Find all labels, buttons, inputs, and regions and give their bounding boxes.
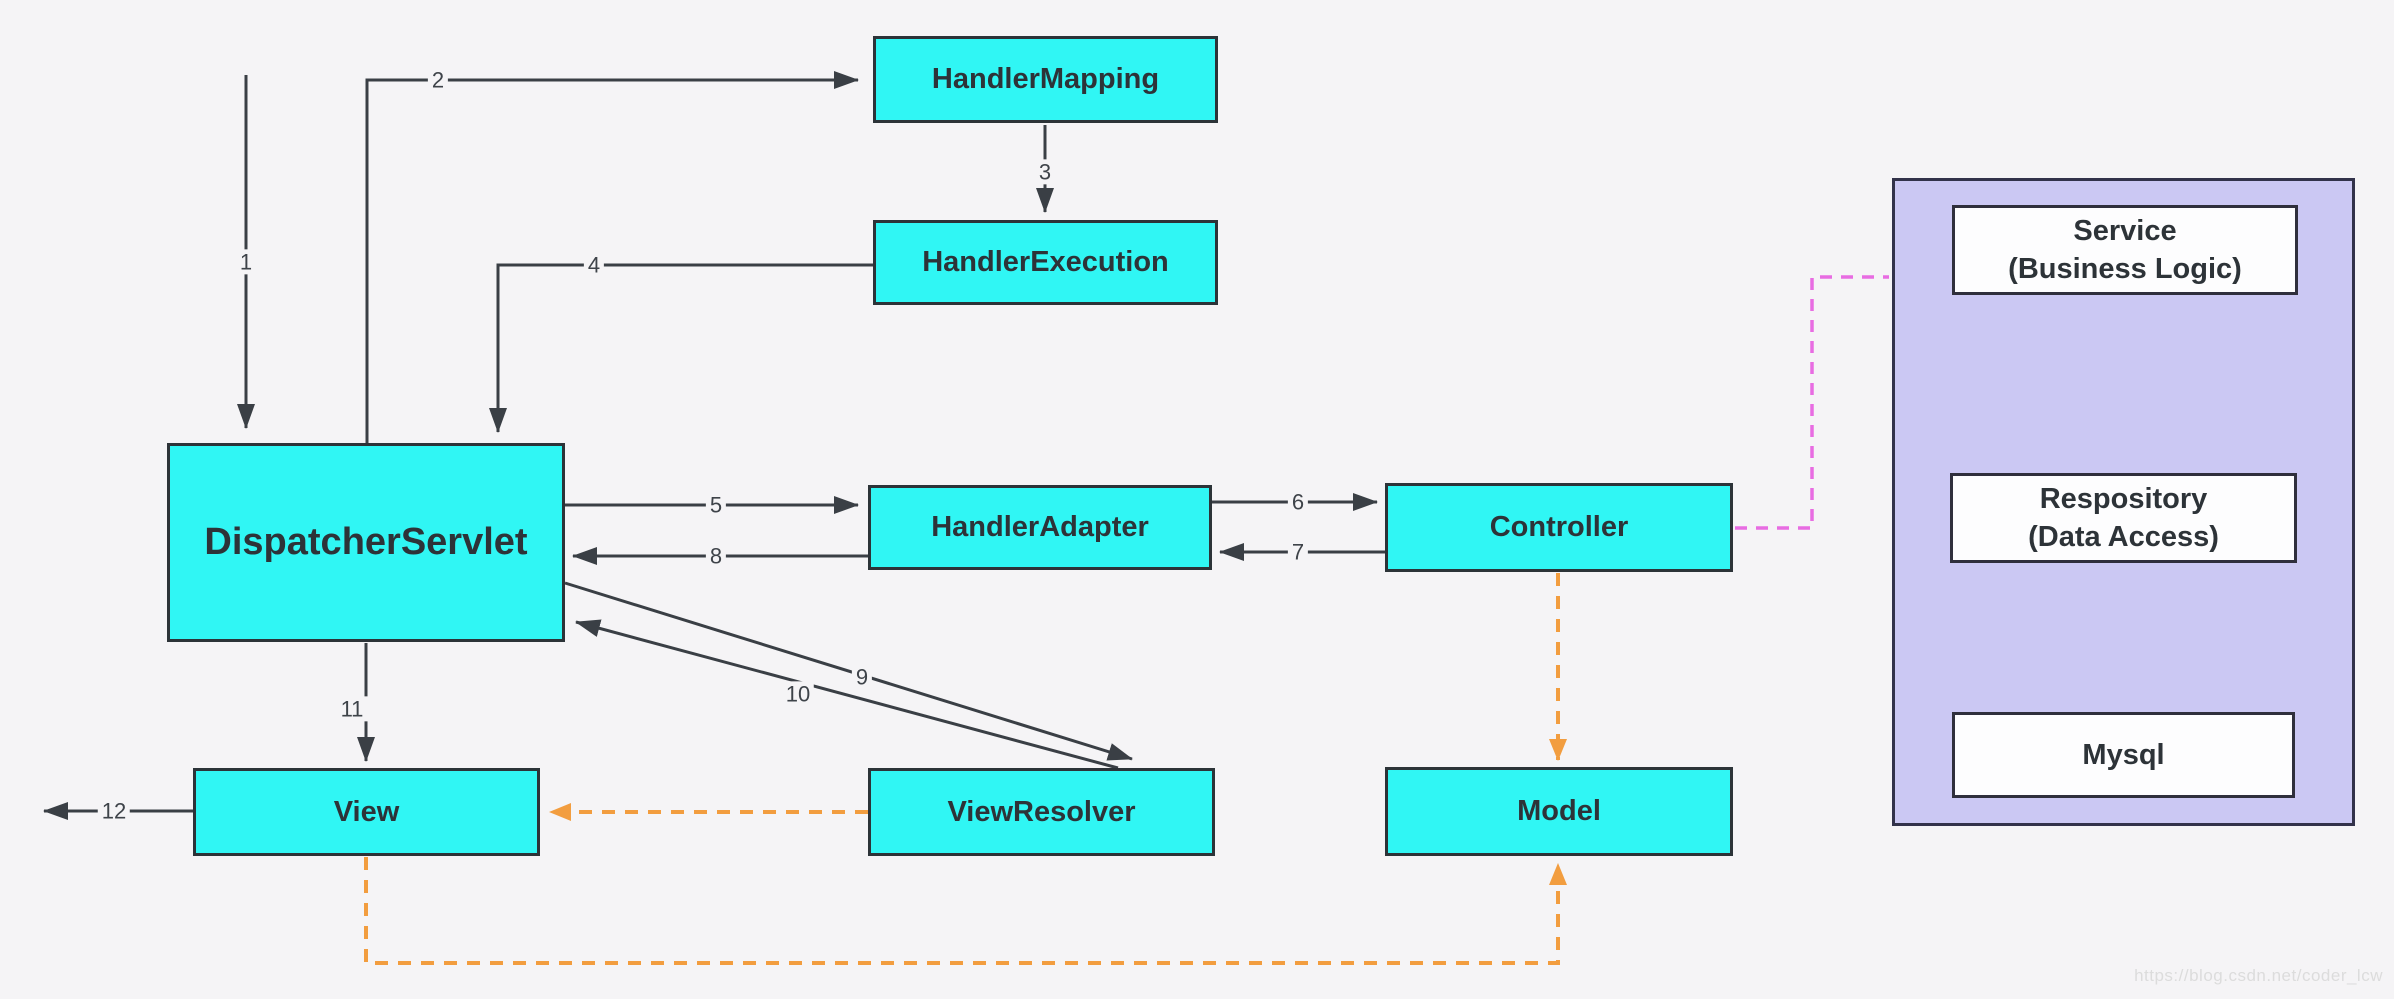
step-label-2: 2 [427,67,449,93]
node-model: Model [1385,767,1733,856]
node-service-label-line2: (Business Logic) [2008,253,2242,285]
node-service: Service (Business Logic) [1952,205,2298,295]
node-handler-execution: HandlerExecution [873,220,1218,305]
node-view-label: View [333,795,400,828]
node-controller-label: Controller [1489,511,1629,543]
dashed-controller-to-service-panel [1735,275,1889,530]
watermark-url: https://blog.csdn.net/coder_lcw [2134,966,2383,985]
arrow-4-handlerexecution-to-dispatcher [489,263,873,433]
arrow-2-dispatcher-to-handlermapping [365,71,859,443]
node-handler-adapter: HandlerAdapter [868,485,1212,570]
step-label-11: 11 [336,696,368,722]
node-view: View [193,768,540,856]
node-handler-adapter-label: HandlerAdapter [931,511,1149,543]
node-repository-label-line2: (Data Access) [2028,521,2219,553]
node-mysql: Mysql [1952,712,2295,798]
step-label-3: 3 [1034,159,1056,185]
node-model-label: Model [1517,795,1601,827]
node-dispatcher-servlet: DispatcherServlet [167,443,565,642]
node-dispatcher-servlet-label: DispatcherServlet [204,521,528,563]
step-label-8: 8 [705,543,727,569]
node-repository-label-line1: Respository [2039,482,2208,515]
arrow-9-dispatcher-to-viewresolver [564,581,1133,761]
node-handler-execution-label: HandlerExecution [922,246,1169,278]
node-mysql-label: Mysql [2082,738,2165,771]
node-view-resolver-label: ViewResolver [947,795,1136,828]
node-view-resolver: ViewResolver [868,768,1215,856]
dashed-view-to-model-path [364,857,1567,965]
node-controller: Controller [1385,483,1733,572]
step-label-6: 6 [1287,489,1309,515]
step-label-12: 12 [97,798,131,824]
step-label-7: 7 [1287,539,1309,565]
step-label-4: 4 [583,252,605,278]
node-repository: Respository (Data Access) [1950,473,2297,563]
step-label-5: 5 [705,492,727,518]
step-label-1: 1 [235,249,257,275]
step-label-9: 9 [851,664,873,690]
step-label-10: 10 [781,681,815,707]
node-service-label-line1: Service [2073,214,2177,247]
node-handler-mapping-label: HandlerMapping [931,63,1160,95]
node-handler-mapping: HandlerMapping [873,36,1218,123]
arrow-10-viewresolver-to-dispatcher [575,619,1119,770]
